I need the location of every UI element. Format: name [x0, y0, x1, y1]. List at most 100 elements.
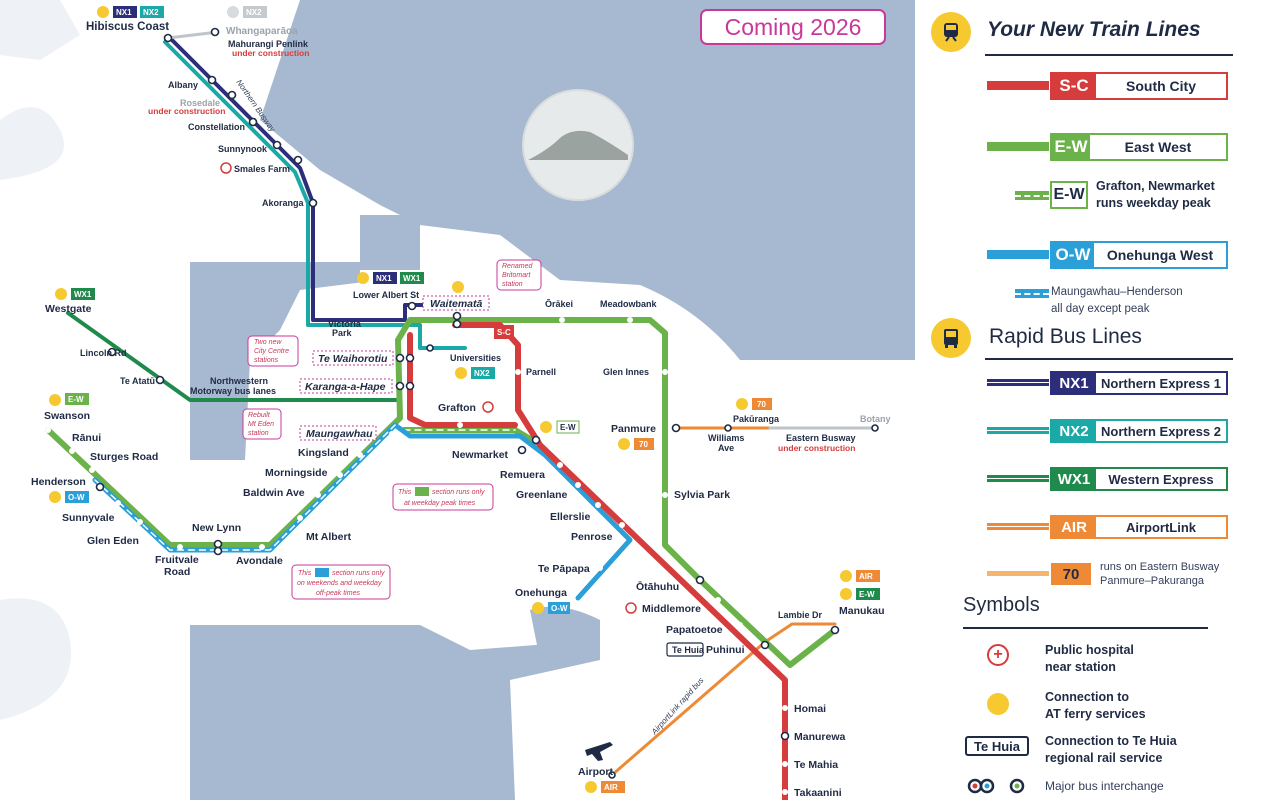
label-victoria-2: Park: [332, 328, 353, 338]
label-sylvia-park: Sylvia Park: [674, 489, 730, 501]
legend-sc-box: S-C South City: [1050, 72, 1228, 100]
badge-ow-onehunga: O-W: [551, 604, 568, 613]
note-ew-b: at weekday peak times: [404, 500, 476, 507]
label-kingsland: Kingsland: [298, 447, 349, 459]
badge-nx2-universities: NX2: [474, 369, 490, 378]
label-akoranga: Akoranga: [262, 198, 305, 208]
label-puhinui: Puhinui: [706, 644, 745, 656]
label-northwestern: Northwestern: [210, 376, 268, 386]
label-karanga: Karanga-a-Hape: [305, 381, 386, 393]
nx2-line: [163, 40, 467, 350]
legend-air-box: AIR AirportLink: [1050, 515, 1228, 539]
label-greenlane: Greenlane: [516, 489, 568, 501]
badge-70-panmure: 70: [639, 440, 648, 449]
legend-ew-box: E-W East West: [1050, 133, 1228, 161]
label-te-papapa: Te Pāpapa: [538, 563, 590, 575]
label-under-construction-2: under construction: [148, 106, 225, 116]
note-ow-c: off-peak times: [316, 590, 360, 597]
label-parnell: Parnell: [526, 367, 556, 377]
ferry-icon: [840, 570, 852, 582]
legend-ew-name: East West: [1124, 139, 1192, 155]
legend-nx2-name: Northern Express 2: [1101, 423, 1221, 439]
badge-air-airport: AIR: [604, 783, 618, 792]
legend-tehuia-2: regional rail service: [1045, 751, 1163, 765]
legend-70-text2: Panmure–Pakuranga: [1100, 575, 1204, 587]
label-grafton: Grafton: [438, 402, 476, 414]
label-ellerslie: Ellerslie: [550, 511, 590, 523]
label-waitemata: Waitematā: [430, 298, 482, 310]
legend-ow-box: O-W Onehunga West: [1050, 241, 1228, 269]
legend-sc-code: S-C: [1052, 74, 1096, 98]
label-new-lynn: New Lynn: [192, 522, 241, 534]
label-under-construction-3: under construction: [778, 443, 855, 453]
label-williams-1: Williams: [708, 433, 744, 443]
label-avondale: Avondale: [236, 555, 283, 567]
legend-ew-peak-code: E-W: [1053, 186, 1085, 203]
badge-air-manukau: AIR: [859, 572, 873, 581]
penlink-line: [166, 30, 220, 40]
ferry-icon: [49, 491, 61, 503]
interchange-icon: [967, 778, 1001, 794]
badge-sc-line: S-C: [497, 328, 511, 337]
badge-nx1-hibiscus: NX1: [116, 8, 132, 17]
label-sunnynook: Sunnynook: [218, 144, 268, 154]
label-te-atatu: Te Atatū: [120, 376, 155, 386]
interchange-icon: [1009, 778, 1025, 794]
label-westgate: Westgate: [45, 303, 92, 315]
badge-ew-swanson: E-W: [68, 395, 84, 404]
ferry-icon: [452, 281, 464, 293]
legend-ferry-2: AT ferry services: [1045, 707, 1146, 721]
badge-nx2-hibiscus: NX2: [143, 8, 159, 17]
ferry-icon: [49, 394, 61, 406]
label-lincoln-rd: Lincoln Rd: [80, 348, 127, 358]
legend-air-name: AirportLink: [1125, 519, 1197, 535]
label-rosedale: Rosedale: [180, 98, 220, 108]
airplane-icon: [585, 742, 613, 761]
label-maungawhau: Maungawhau: [306, 428, 373, 440]
label-smales-farm: Smales Farm: [234, 164, 290, 174]
note-two-new-1: Two new: [254, 339, 282, 346]
label-manukau: Manukau: [839, 605, 885, 617]
badge-ow-henderson: O-W: [68, 493, 85, 502]
legend-panel: Your New Train Lines S-C South City E-W …: [915, 0, 1280, 800]
legend-rule: [963, 627, 1208, 629]
label-onehunga: Onehunga: [515, 587, 567, 599]
label-hibiscus-coast: Hibiscus Coast: [86, 21, 169, 33]
legend-ow-line: [987, 250, 1049, 259]
ferry-icon: [55, 288, 67, 300]
label-papatoetoe: Papatoetoe: [666, 624, 723, 636]
ferry-icon: [736, 398, 748, 410]
label-middlemore: Middlemore: [642, 603, 701, 615]
ferry-icon: [585, 781, 597, 793]
legend-tehuia-1: Connection to Te Huia: [1045, 734, 1177, 748]
legend-ew-peak-text2: runs weekday peak: [1096, 196, 1211, 210]
label-penrose: Penrose: [571, 531, 613, 543]
ferry-icon: [618, 438, 630, 450]
legend-nx1-name: Northern Express 1: [1101, 375, 1221, 391]
label-pakuranga: Pakūranga: [733, 414, 780, 424]
legend-tehuia-badge: Te Huia: [965, 736, 1029, 756]
badge-ew-newmarket: E-W: [560, 423, 576, 432]
bus-icon: [931, 318, 971, 358]
label-otahuhu: Ōtāhuhu: [636, 581, 679, 593]
label-newmarket: Newmarket: [452, 449, 509, 461]
label-te-waihorotiu: Te Waihorotiu: [318, 353, 388, 365]
label-orakei: Ōrākei: [545, 299, 573, 309]
legend-sc-line: [987, 81, 1049, 90]
label-glen-innes: Glen Innes: [603, 367, 649, 377]
ferry-icon: [840, 588, 852, 600]
hospital-icon: [220, 162, 232, 174]
label-homai: Homai: [794, 703, 826, 715]
label-te-huia-badge: Te Huia: [672, 645, 705, 655]
station-markers: [45, 27, 879, 795]
ferry-icon: [532, 602, 544, 614]
ferry-icon: [227, 6, 239, 18]
legend-train-title: Your New Train Lines: [987, 18, 1201, 41]
note-rebuilt-1: Rebuilt: [248, 412, 271, 419]
label-albany: Albany: [168, 80, 198, 90]
label-panmure: Panmure: [611, 423, 656, 435]
legend-hospital-2: near station: [1045, 660, 1116, 674]
note-ow-a: section runs only: [332, 570, 385, 577]
legend-wx1-code: WX1: [1052, 469, 1096, 489]
